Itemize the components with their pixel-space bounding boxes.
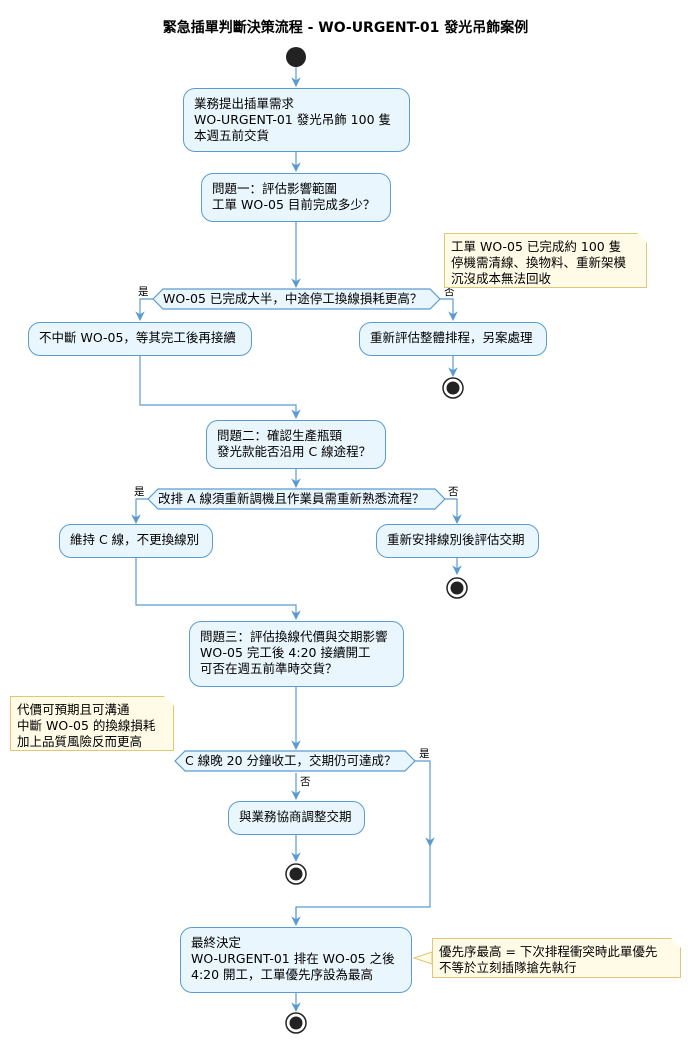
step-d2-yes-action: 維持 C 線，不更換線別 bbox=[59, 524, 213, 558]
diagram-title: 緊急插單判斷決策流程 - WO-URGENT-01 發光吊飾案例 bbox=[162, 20, 529, 36]
decision-d3-shape bbox=[174, 750, 416, 772]
end-node-final bbox=[285, 1012, 307, 1034]
arrow-d1-yes bbox=[135, 298, 153, 321]
note3-pointer bbox=[412, 951, 433, 965]
step-question-3: 問題三：評估換線代價與交期影響 WO-05 完工後 4:20 接續開工 可否在週… bbox=[189, 621, 404, 687]
arrow-d3-yes-merge bbox=[295, 846, 431, 925]
start-node bbox=[286, 47, 306, 67]
step-d2-no-action: 重新安排線別後評估交期 bbox=[376, 524, 539, 558]
end-node-d2 bbox=[446, 577, 468, 599]
arrow-d2-no bbox=[445, 498, 462, 524]
d3-yes-label: 是 bbox=[419, 748, 430, 760]
connectors bbox=[131, 67, 462, 1012]
step-request: 業務提出插單需求 WO-URGENT-01 發光吊飾 100 隻 本週五前交貨 bbox=[183, 88, 410, 152]
step-d1-no-action: 重新評估整體排程，另案處理 bbox=[359, 322, 547, 356]
decision-d1-label: WO-05 已完成大半，中途停工換線損耗更高？ bbox=[163, 291, 423, 306]
note-wo05-progress: 工單 WO-05 已完成約 100 隻 停機需清線、換物料、重新架模 沉沒成本無… bbox=[444, 233, 647, 288]
arrow-d1-yes-merge bbox=[139, 356, 301, 419]
decision-d2-shape bbox=[147, 488, 446, 510]
end-node-d3 bbox=[285, 863, 307, 885]
d2-yes-label: 是 bbox=[134, 486, 145, 498]
d1-no-label: 否 bbox=[444, 286, 455, 298]
decision-d2-label: 改排 A 線須重新調機且作業員需重新熟悉流程？ bbox=[158, 491, 425, 506]
step-final-decision: 最終決定 WO-URGENT-01 排在 WO-05 之後 4:20 開工，工單… bbox=[180, 927, 412, 993]
step-question-2: 問題二：確認生產瓶頸 發光款能否沿用 C 線途程？ bbox=[206, 420, 386, 469]
d3-no-label: 否 bbox=[300, 776, 311, 788]
d1-yes-label: 是 bbox=[138, 286, 149, 298]
arrow-d2-yes-merge bbox=[135, 558, 301, 620]
arrow-d2-yes bbox=[131, 498, 148, 524]
arrow-d1-no bbox=[440, 298, 458, 321]
d2-no-label: 否 bbox=[448, 486, 459, 498]
step-d1-yes-action: 不中斷 WO-05，等其完工後再接續 bbox=[28, 322, 252, 356]
note-priority-meaning: 優先序最高 = 下次排程衝突時此單優先 不等於立刻插隊搶先執行 bbox=[432, 938, 681, 978]
end-node-d1 bbox=[442, 377, 464, 399]
arrow-d3-yes bbox=[415, 760, 435, 847]
step-question-1: 問題一：評估影響範圍 工單 WO-05 目前完成多少？ bbox=[201, 173, 391, 222]
step-d3-no-action: 與業務協商調整交期 bbox=[228, 801, 365, 835]
note-switch-cost: 代價可預期且可溝通 中斷 WO-05 的換線損耗 加上品質風險反而更高 bbox=[10, 696, 174, 751]
decision-d3-label: C 線晚 20 分鐘收工，交期仍可達成？ bbox=[185, 753, 397, 768]
decision-d1-shape bbox=[152, 288, 441, 310]
